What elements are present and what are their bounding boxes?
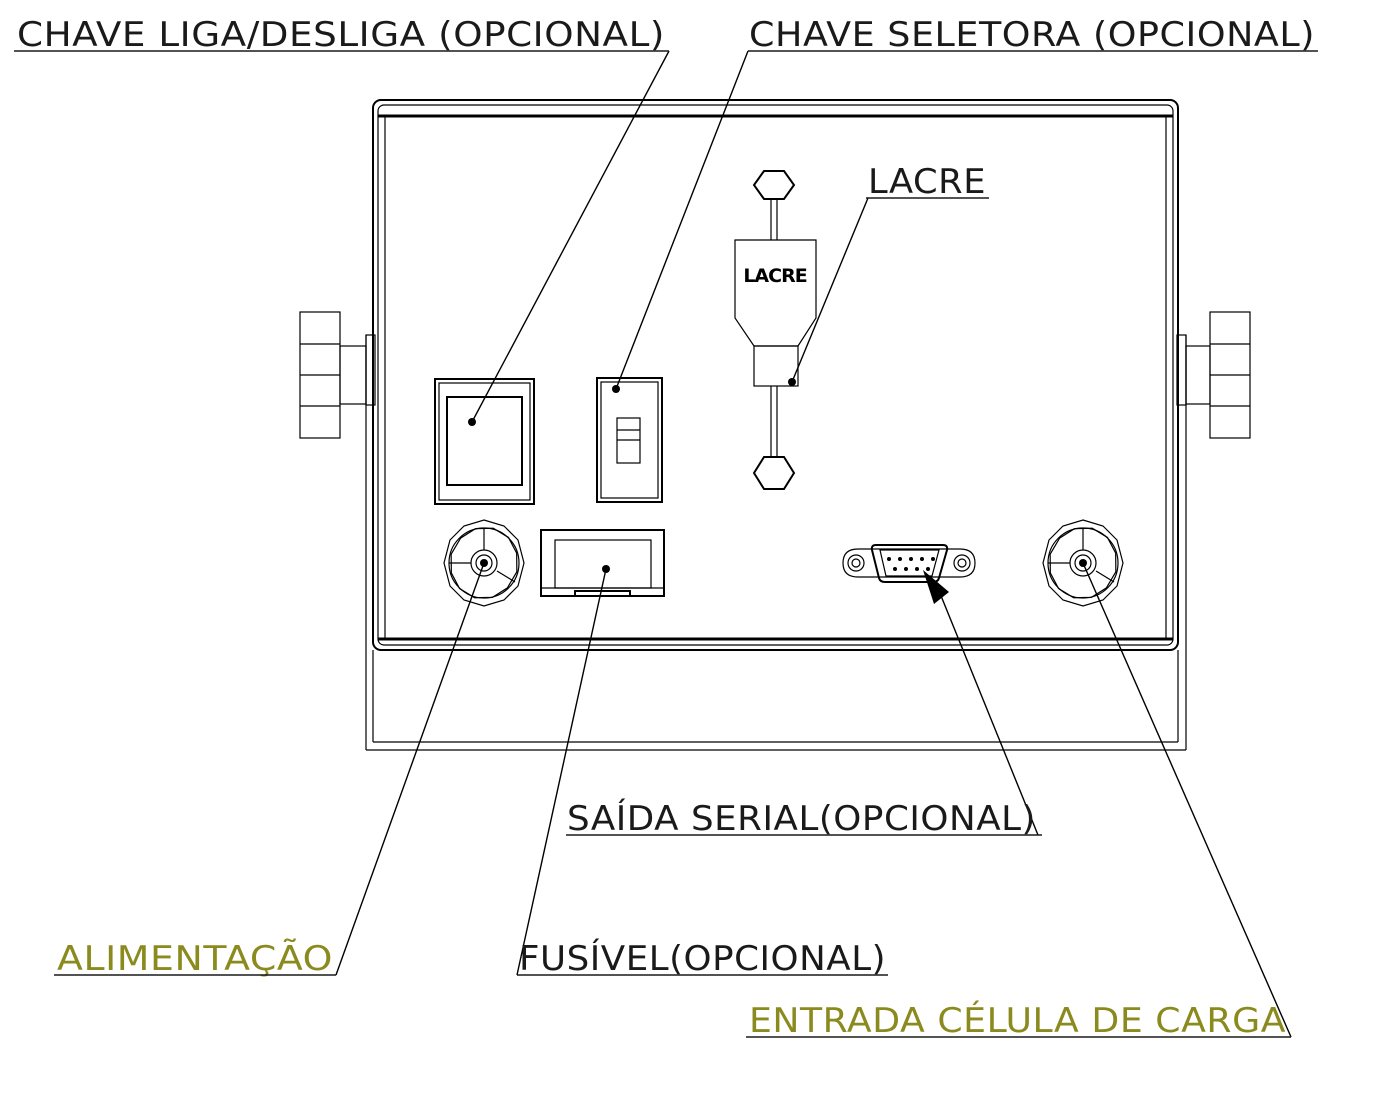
- label-power-switch: CHAVE LIGA/DESLIGA (OPCIONAL): [17, 15, 665, 55]
- seal-assembly: LACRE: [734, 170, 817, 490]
- left-bracket-knob: [299, 311, 376, 439]
- label-load-cell-input: ENTRADA CÉLULA DE CARGA: [749, 1000, 1286, 1041]
- enclosure: [372, 99, 1179, 651]
- load-cell-connector: [1042, 519, 1124, 607]
- leader-lines: [335, 50, 1292, 1038]
- callout-fuse: FUSÍVEL(OPCIONAL): [517, 938, 888, 979]
- callout-seal: LACRE: [866, 162, 989, 202]
- callout-power-supply: ALIMENTAÇÃO: [54, 939, 336, 979]
- label-serial-output: SAÍDA SERIAL(OPCIONAL): [567, 798, 1036, 839]
- label-selector-switch: CHAVE SELETORA (OPCIONAL): [749, 15, 1315, 55]
- label-fuse: FUSÍVEL(OPCIONAL): [519, 938, 886, 979]
- label-power-supply: ALIMENTAÇÃO: [57, 939, 333, 979]
- power-connector: [443, 519, 525, 607]
- selector-switch: [596, 377, 663, 503]
- label-seal: LACRE: [868, 162, 986, 202]
- callout-serial-output: SAÍDA SERIAL(OPCIONAL): [566, 798, 1042, 839]
- callout-power-switch: CHAVE LIGA/DESLIGA (OPCIONAL): [14, 15, 669, 55]
- right-bracket-knob: [1176, 311, 1251, 439]
- db9-serial-connector: [842, 544, 976, 583]
- serial-arrowhead: [923, 570, 949, 604]
- fuse-holder: [540, 529, 665, 597]
- callout-load-cell-input: ENTRADA CÉLULA DE CARGA: [746, 1000, 1291, 1041]
- callout-selector-switch: CHAVE SELETORA (OPCIONAL): [748, 15, 1318, 55]
- seal-tag-text: LACRE: [743, 265, 806, 287]
